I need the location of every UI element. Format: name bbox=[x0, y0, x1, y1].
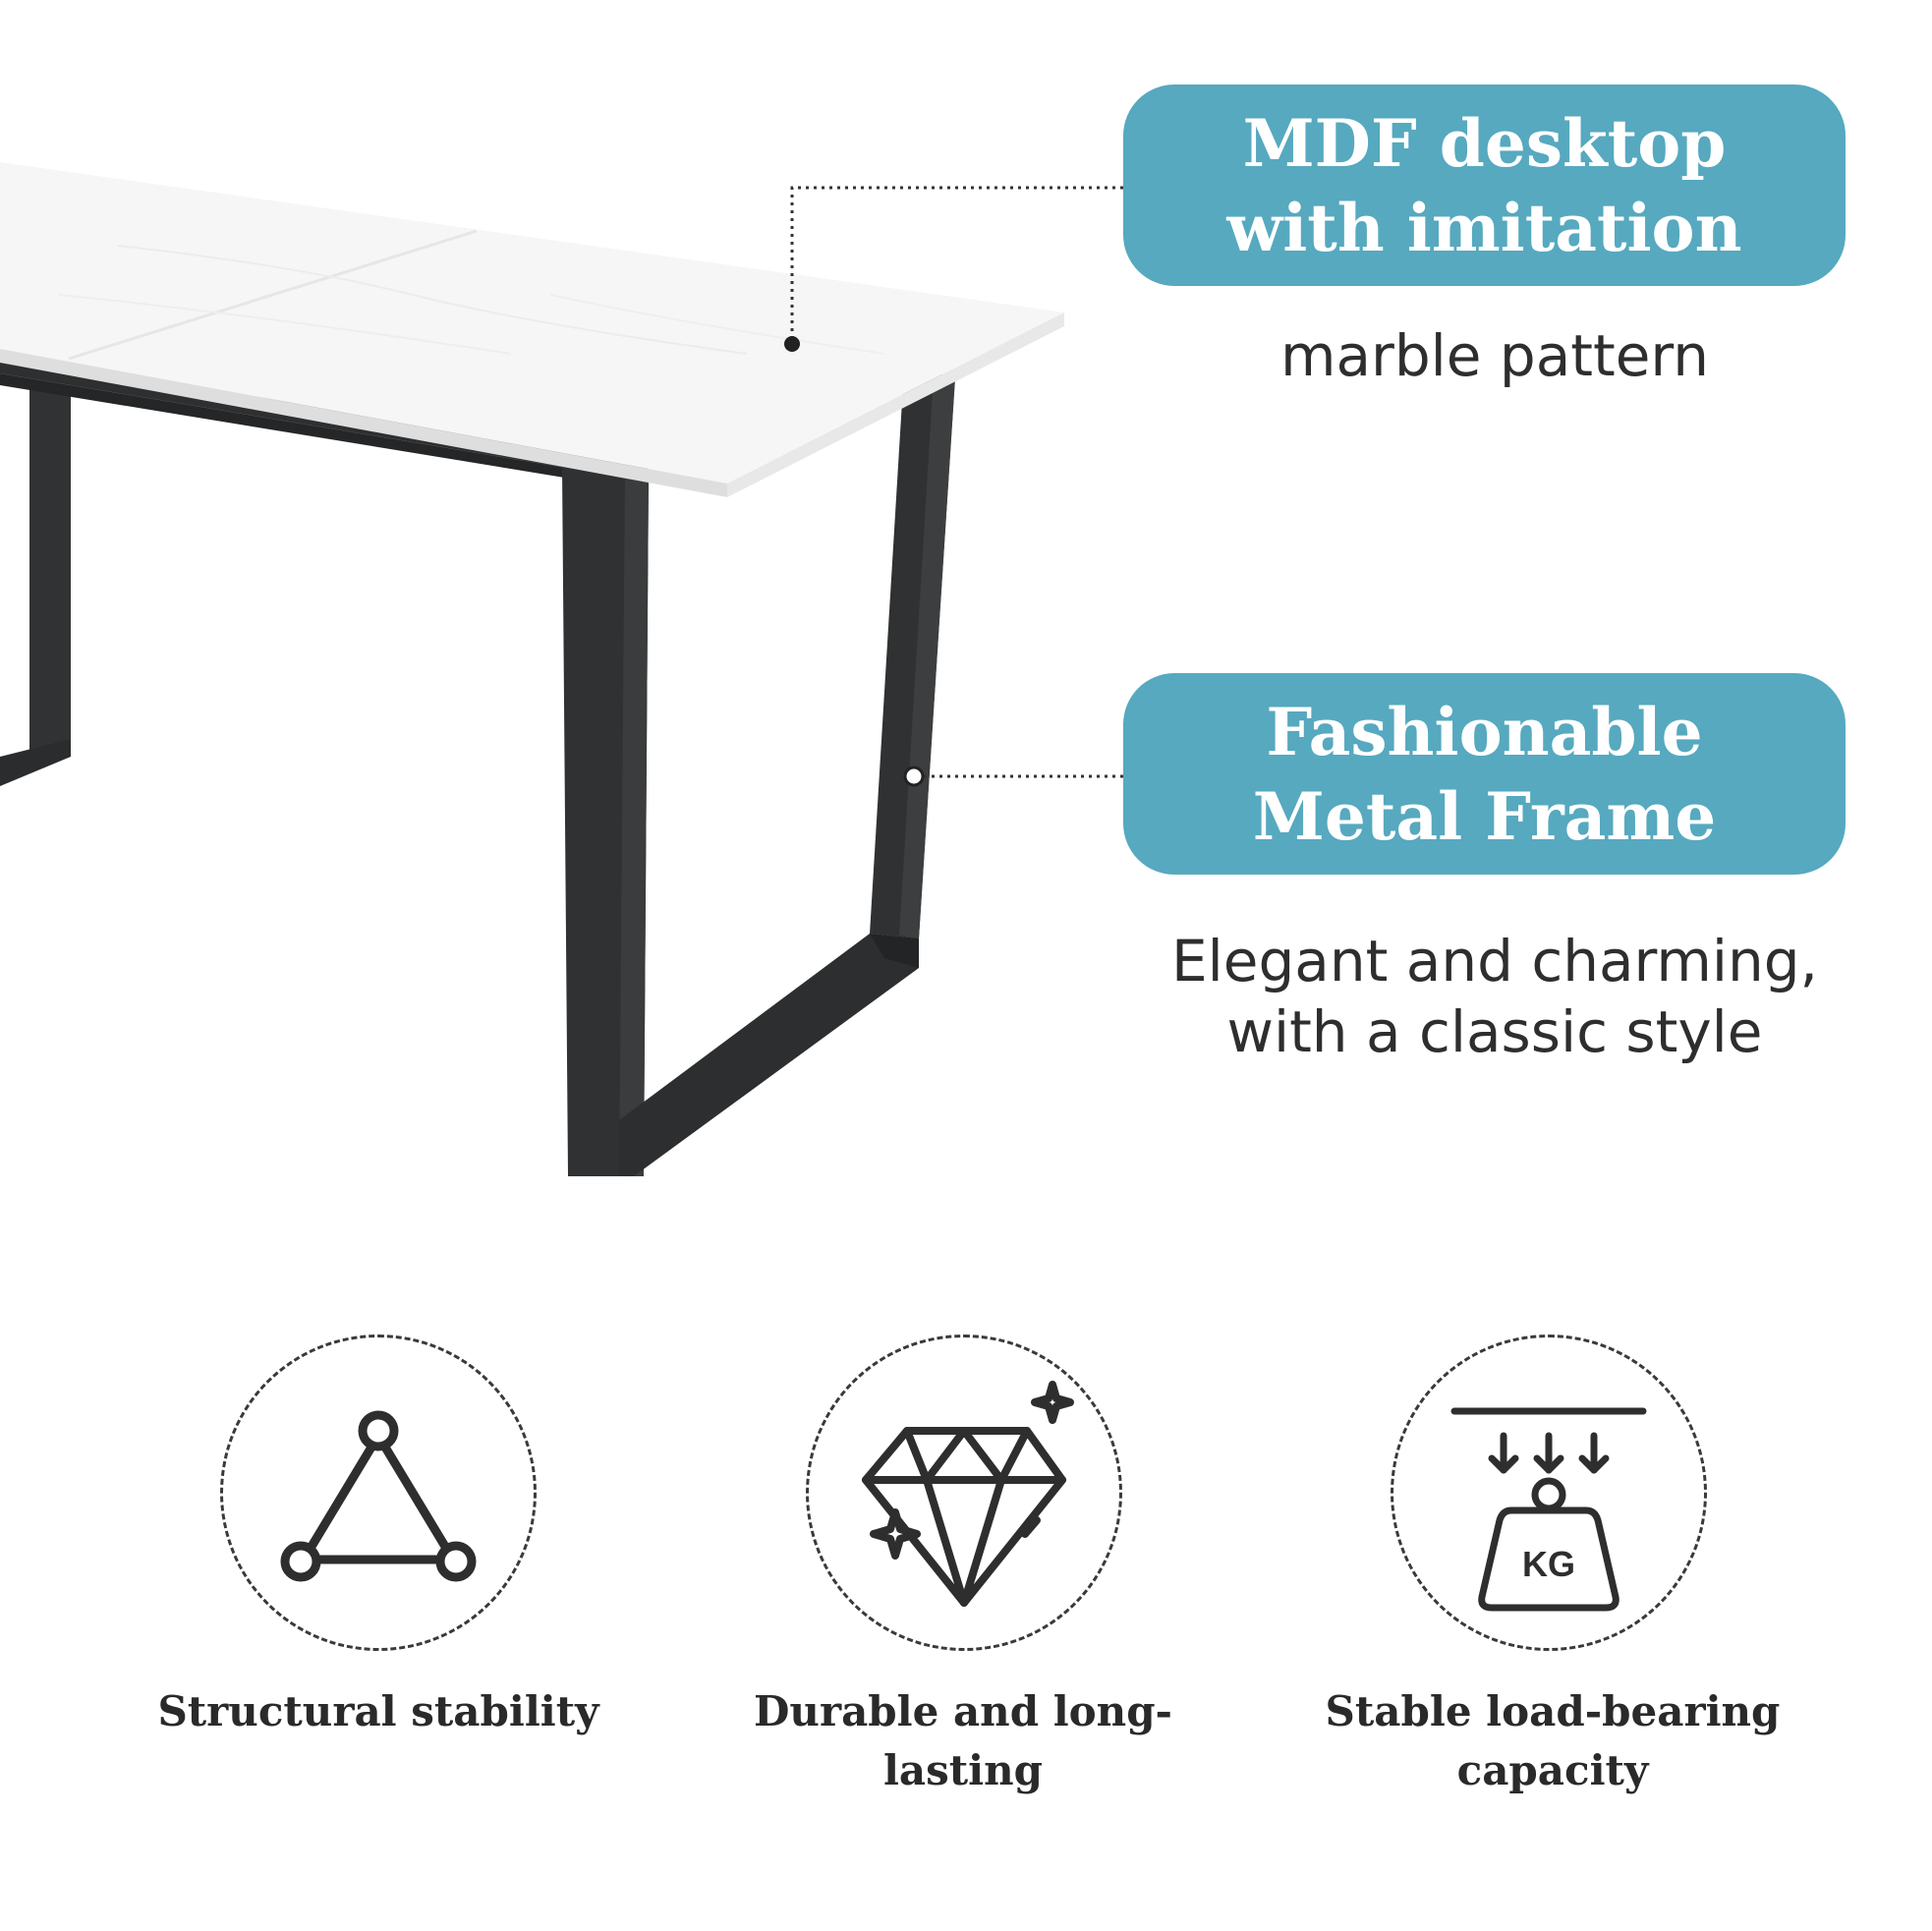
table-leg-far bbox=[0, 388, 71, 786]
callout-caption-line: with a classic style bbox=[1226, 998, 1763, 1065]
feature-stability bbox=[220, 1335, 537, 1651]
table-top bbox=[0, 162, 1064, 497]
feature-label-line: Stable load-bearing bbox=[1325, 1687, 1781, 1735]
diamond-icon bbox=[862, 1381, 1074, 1607]
feature-label-durable: Durable and long-lasting bbox=[678, 1682, 1248, 1800]
callout-caption-desktop: marble pattern bbox=[1123, 320, 1866, 391]
table-leg-front bbox=[562, 369, 955, 1176]
callout-leader-top bbox=[784, 186, 1123, 352]
feature-label-stability: Structural stability bbox=[118, 1682, 639, 1741]
callout-title-line: with imitation bbox=[1226, 189, 1742, 266]
callout-caption-line: Elegant and charming, bbox=[1171, 928, 1818, 994]
callout-title-line: Metal Frame bbox=[1252, 777, 1717, 855]
feature-label-load: Stable load-bearing capacity bbox=[1278, 1682, 1828, 1800]
callout-caption-frame: Elegant and charming, with a classic sty… bbox=[1123, 926, 1866, 1067]
callout-title-frame: Fashionable Metal Frame bbox=[1123, 673, 1846, 875]
feature-durable bbox=[806, 1335, 1122, 1651]
feature-load: KG bbox=[1391, 1335, 1707, 1651]
triangle-nodes-icon bbox=[280, 1410, 477, 1582]
feature-label-line: capacity bbox=[1456, 1746, 1649, 1794]
callout-title-line: MDF desktop bbox=[1242, 104, 1727, 182]
callout-title-desktop: MDF desktop with imitation bbox=[1123, 85, 1846, 286]
callout-title-line: Fashionable bbox=[1266, 693, 1703, 770]
feature-label-line: Structural stability bbox=[157, 1687, 599, 1735]
weight-kg-text: KG bbox=[1522, 1544, 1575, 1584]
weight-kg-icon: KG bbox=[1450, 1407, 1647, 1612]
callout-caption-line: marble pattern bbox=[1279, 322, 1710, 389]
table-illustration bbox=[0, 162, 1123, 1176]
callout-leader-mid bbox=[903, 766, 1123, 787]
feature-label-line: Durable and long-lasting bbox=[753, 1687, 1172, 1794]
